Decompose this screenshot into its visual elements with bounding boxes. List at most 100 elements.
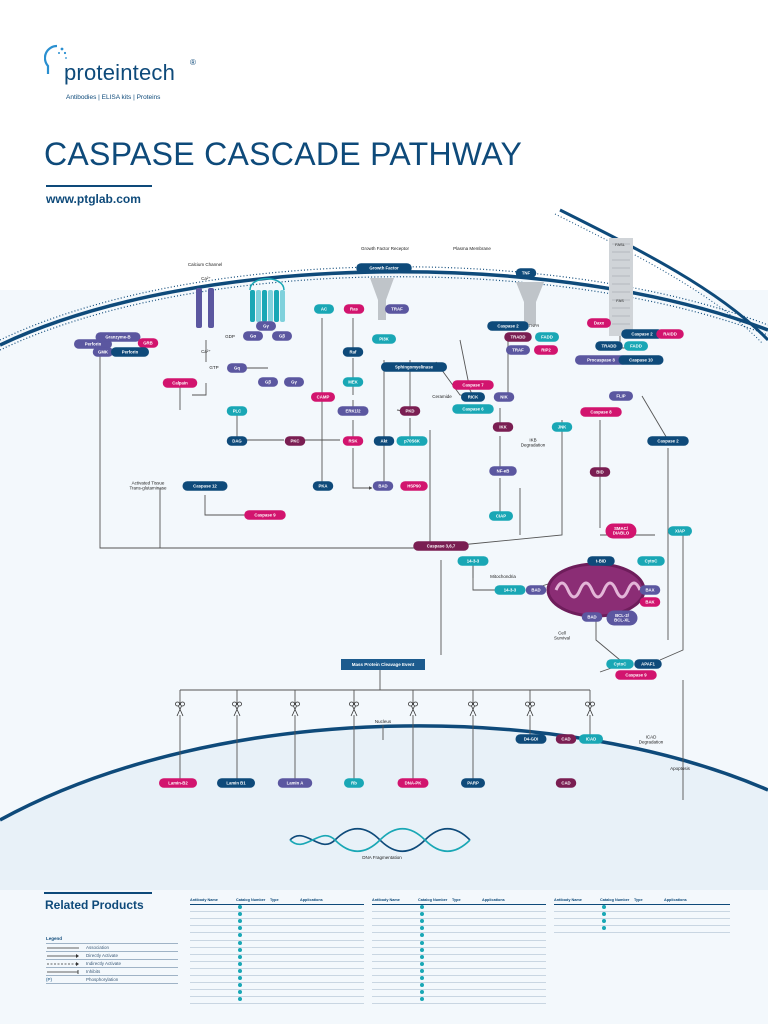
node-tradd1[interactable]: TRADD [504, 332, 532, 342]
node-cad1[interactable]: CAD [555, 734, 577, 744]
node-cad2[interactable]: CAD [555, 778, 577, 788]
node-pka[interactable]: PKA [312, 481, 334, 491]
node-gy2[interactable]: Gγ [284, 377, 304, 387]
table-row[interactable] [190, 990, 364, 998]
node-nik[interactable]: NIK [493, 392, 515, 402]
node-tnf[interactable]: TNF [515, 268, 537, 278]
node-bid[interactable]: BID [589, 467, 611, 477]
node-traf_gf[interactable]: TRAF [385, 304, 409, 314]
node-caspase12[interactable]: Caspase 12 [182, 481, 228, 491]
node-caspase9b[interactable]: Caspase 9 [615, 670, 657, 680]
table-row[interactable] [372, 933, 546, 941]
node-laminb2[interactable]: Lamin-B2 [159, 778, 197, 788]
table-row[interactable] [190, 997, 364, 1005]
node-galpha[interactable]: Gα [243, 331, 263, 341]
node-dag[interactable]: DAG [226, 436, 248, 446]
node-raf[interactable]: Raf [342, 347, 364, 357]
node-gbeta[interactable]: Gβ [272, 331, 292, 341]
table-row[interactable] [190, 926, 364, 934]
node-bax[interactable]: BAX [639, 585, 661, 595]
node-granzymeb[interactable]: Granzyme-B [95, 332, 141, 342]
node-p70s6k[interactable]: p70S6K [396, 436, 428, 446]
node-rsk[interactable]: RSK [342, 436, 364, 446]
node-ac[interactable]: AC [314, 304, 334, 314]
node-icad[interactable]: ICAD [579, 734, 603, 744]
node-growth_factor[interactable]: Growth Factor [356, 263, 412, 273]
node-caspase10[interactable]: Caspase 10 [618, 355, 664, 365]
node-fadd2[interactable]: FADD [624, 341, 648, 351]
table-row[interactable] [190, 947, 364, 955]
node-pi3k[interactable]: PI3K [372, 334, 396, 344]
node-perforin2[interactable]: Perforin [111, 347, 149, 357]
node-caspase2b[interactable]: Caspase 2 [621, 329, 663, 339]
node-mek[interactable]: MEK [342, 377, 364, 387]
node-parp[interactable]: PARP [461, 778, 485, 788]
node-caspase2a[interactable]: Caspase 2 [487, 321, 529, 331]
node-nfkb[interactable]: NF-κB [489, 466, 517, 476]
table-row[interactable] [372, 968, 546, 977]
node-ikk[interactable]: IKK [492, 422, 514, 432]
node-apaf1[interactable]: APAF1 [634, 659, 662, 669]
node-pkc[interactable]: PKC [284, 436, 306, 446]
node-gmk[interactable]: GMK [92, 347, 114, 357]
table-row[interactable] [190, 961, 364, 969]
node-smac[interactable]: SMAC/DIABLO [605, 523, 637, 539]
node-bad2[interactable]: BAD [525, 585, 547, 595]
table-row[interactable] [554, 905, 730, 913]
table-row[interactable] [190, 983, 364, 991]
table-row[interactable] [372, 983, 546, 991]
node-sphingo[interactable]: Sphingomyelinase [381, 362, 447, 372]
table-row[interactable] [190, 976, 364, 984]
node-caspase2c[interactable]: Caspase 2 [647, 436, 689, 446]
table-row[interactable] [190, 968, 364, 977]
node-flip[interactable]: FLIP [609, 391, 633, 401]
table-row[interactable] [372, 954, 546, 962]
table-row[interactable] [372, 990, 546, 998]
node-fadd1[interactable]: FADD [535, 332, 559, 342]
node-bad1[interactable]: BAD [372, 481, 394, 491]
table-row[interactable] [554, 912, 730, 920]
node-bad3[interactable]: BAD [581, 612, 603, 622]
table-row[interactable] [372, 912, 546, 920]
node-gb2[interactable]: Gβ [258, 377, 278, 387]
node-laminb1[interactable]: Lamin B1 [217, 778, 255, 788]
node-caspase7[interactable]: Caspase 7 [452, 380, 494, 390]
table-row[interactable] [372, 905, 546, 913]
brand-logo[interactable]: proteintech ® Antibodies | ELISA kits | … [44, 44, 244, 104]
node-ciap[interactable]: CIAP [489, 511, 513, 521]
node-camp[interactable]: CAMP [311, 392, 335, 402]
node-tradd2[interactable]: TRADD [595, 341, 623, 351]
node-dnapk[interactable]: DNA-PK [397, 778, 429, 788]
table-row[interactable] [190, 940, 364, 948]
node-bcl2[interactable]: BCL-2/BCL-XL [606, 610, 638, 626]
node-calpain[interactable]: Calpain [162, 378, 198, 388]
node-akt[interactable]: Akt [373, 436, 395, 446]
node-erk[interactable]: ERK1/2 [337, 406, 369, 416]
table-row[interactable] [372, 940, 546, 948]
table-row[interactable] [372, 947, 546, 955]
node-traf2[interactable]: TRAF [506, 345, 530, 355]
node-xiap[interactable]: XIAP [668, 526, 692, 536]
node-gq[interactable]: Gq [227, 363, 247, 373]
table-row[interactable] [372, 926, 546, 934]
table-row[interactable] [372, 976, 546, 984]
node-hsp90[interactable]: HSP90 [400, 481, 428, 491]
table-row[interactable] [554, 919, 730, 927]
node-cytoc1[interactable]: CytoC [637, 556, 665, 566]
node-rick[interactable]: RICK [461, 392, 485, 402]
table-row[interactable] [372, 919, 546, 927]
node-rb[interactable]: Rb [344, 778, 364, 788]
table-row[interactable] [190, 954, 364, 962]
node-tbid[interactable]: t-BID [587, 556, 615, 566]
node-gamma[interactable]: Gγ [256, 321, 276, 331]
node-daxx[interactable]: Daxx [587, 318, 611, 328]
node-rip2[interactable]: RIP2 [534, 345, 558, 355]
node-caspase6[interactable]: Caspase 6 [452, 404, 494, 414]
node-lamina[interactable]: Lamin A [277, 778, 313, 788]
table-row[interactable] [554, 926, 730, 934]
node-d4gdi[interactable]: D4-GDI [515, 734, 547, 744]
node-plc[interactable]: PLC [226, 406, 248, 416]
table-row[interactable] [372, 997, 546, 1005]
website-link[interactable]: www.ptglab.com [46, 192, 141, 206]
node-p1433a[interactable]: 14-3-3 [457, 556, 489, 566]
